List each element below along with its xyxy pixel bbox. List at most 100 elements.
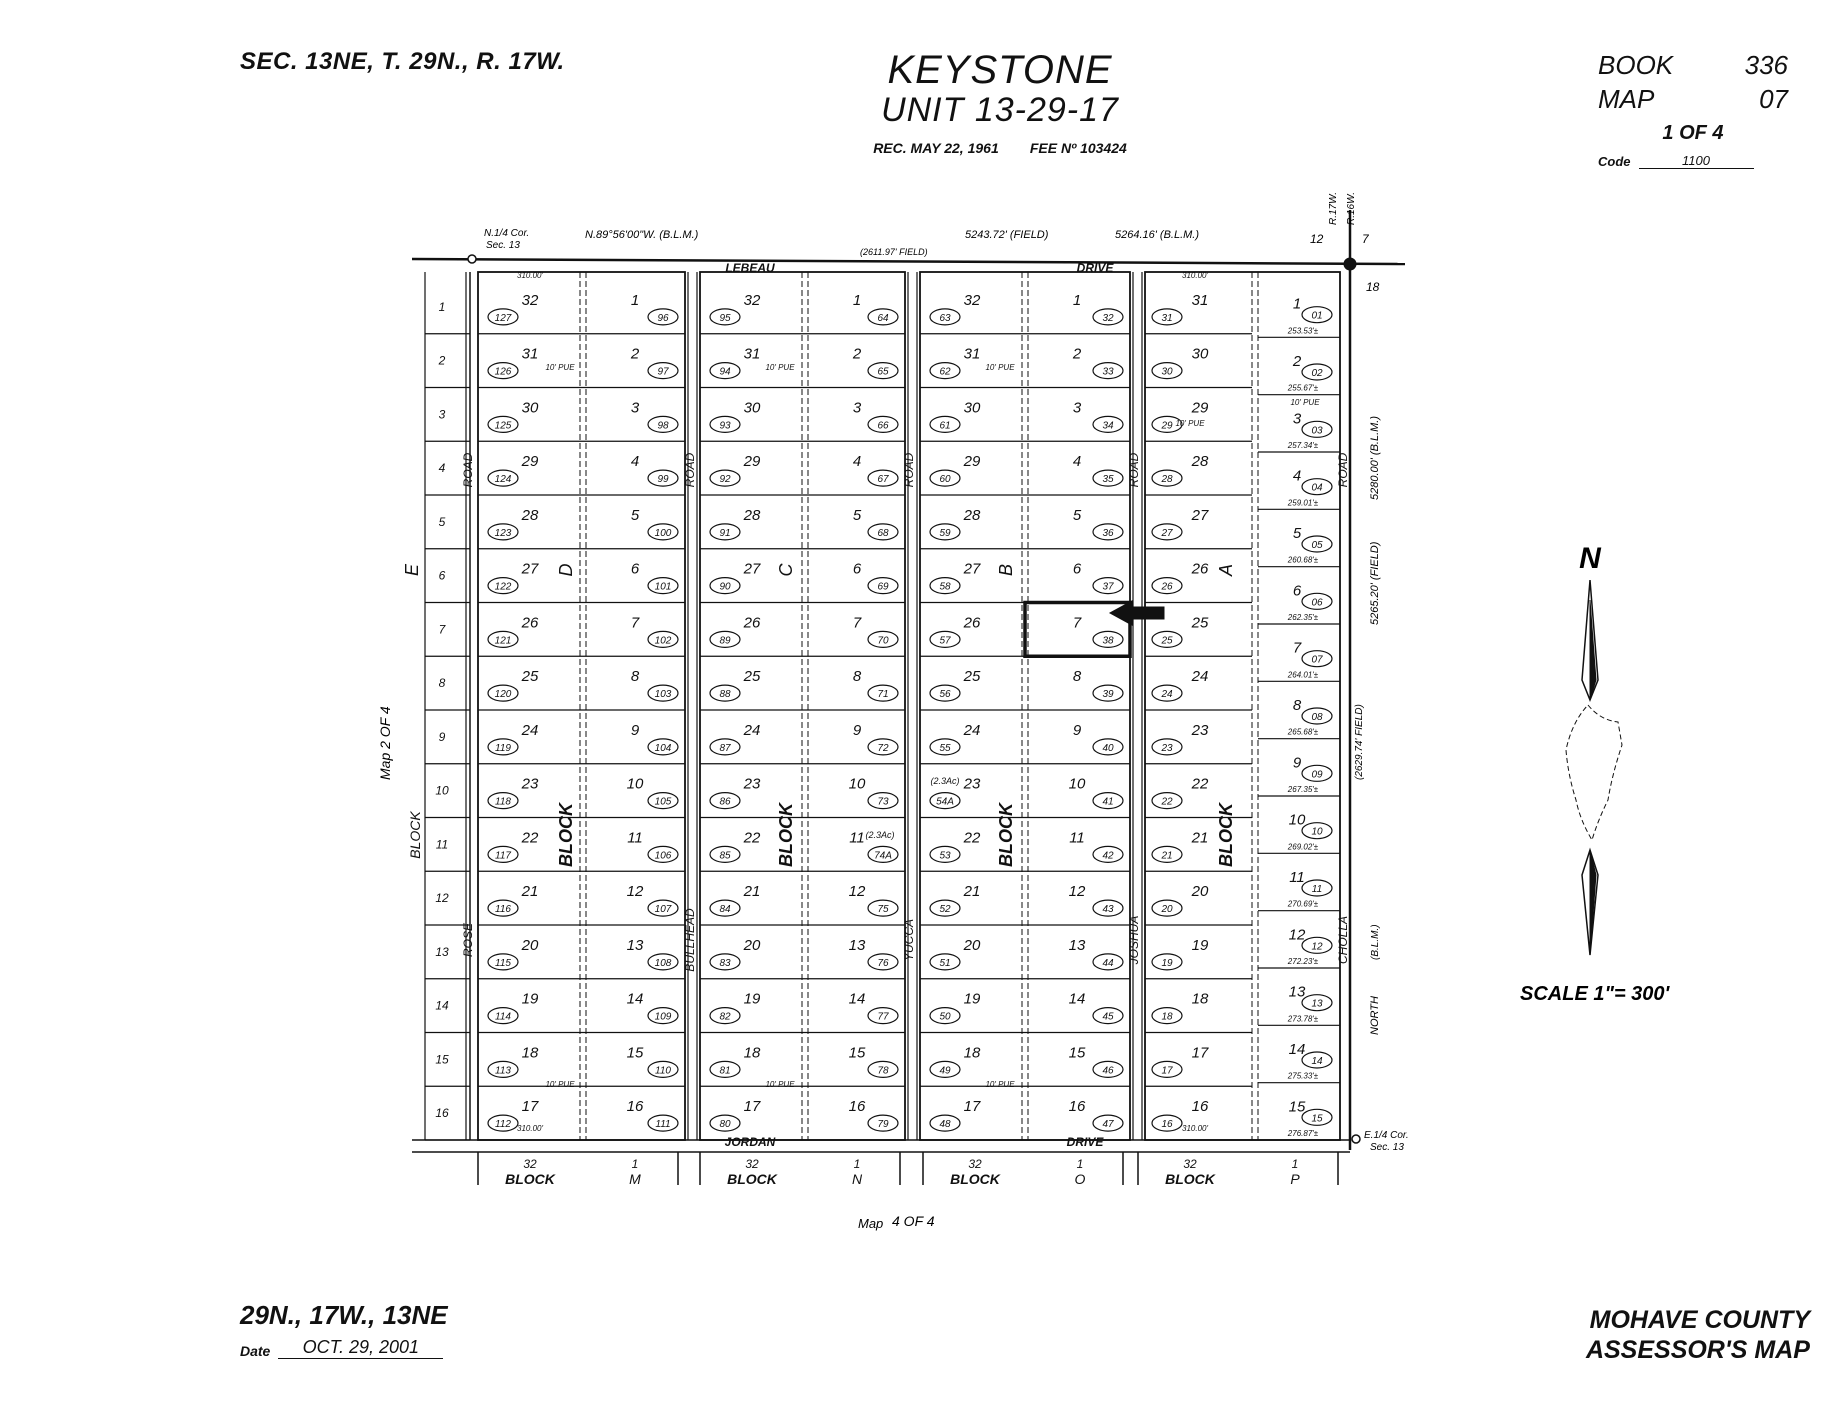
code-field: Code 1100 bbox=[1598, 153, 1788, 169]
lot-number: 10 bbox=[1289, 812, 1306, 829]
parcel-oval bbox=[1151, 469, 1183, 487]
lot-number: 13 bbox=[849, 937, 866, 954]
parcel-number: 52 bbox=[939, 904, 951, 915]
parcel-number: 45 bbox=[1102, 1012, 1114, 1023]
parcel-oval bbox=[1151, 415, 1183, 433]
parcel-oval bbox=[1301, 994, 1333, 1012]
parcel-oval bbox=[647, 577, 679, 595]
parcel-oval bbox=[1092, 845, 1124, 863]
parcel-number: 118 bbox=[495, 797, 511, 808]
parcel-number: 101 bbox=[655, 582, 672, 593]
e-quarter-corner-sec: Sec. 13 bbox=[1370, 1142, 1404, 1153]
parcel-number: 32 bbox=[1102, 313, 1114, 324]
lot-number: 12 bbox=[1069, 883, 1086, 900]
lot-distance: 262.35'± bbox=[1287, 613, 1319, 622]
parcel-number: 38 bbox=[1102, 635, 1114, 646]
lot-number: 22 bbox=[1191, 776, 1209, 793]
parcel-oval bbox=[867, 738, 899, 756]
lot-number: 28 bbox=[743, 507, 761, 524]
lot-number: 31 bbox=[744, 346, 761, 363]
parcel-number: 94 bbox=[719, 367, 731, 378]
lot-number: 29 bbox=[963, 453, 981, 470]
book-row: BOOK 336 bbox=[1598, 50, 1788, 84]
parcel-number: 30 bbox=[1161, 367, 1173, 378]
parcel-oval bbox=[709, 308, 741, 326]
row-number: 5 bbox=[439, 515, 446, 529]
parcel-number: 125 bbox=[495, 420, 512, 431]
east-line-field-distance-2: (2629.74' FIELD) bbox=[1354, 704, 1365, 780]
parcel-oval bbox=[1151, 577, 1183, 595]
north-line-bearing: N.89°56'00"W. (B.L.M.) bbox=[585, 229, 699, 241]
parcel-oval bbox=[1092, 362, 1124, 380]
parcel-oval bbox=[647, 1114, 679, 1132]
parcel-number: 73 bbox=[877, 797, 889, 808]
lot-number: 2 bbox=[630, 346, 640, 363]
parcel-oval bbox=[709, 469, 741, 487]
parcel-number: 24 bbox=[1160, 689, 1173, 700]
parcel-oval bbox=[647, 845, 679, 863]
lot-number: 25 bbox=[1191, 614, 1209, 631]
parcel-number: 28 bbox=[1160, 474, 1173, 485]
lot-distance: 264.01'± bbox=[1287, 670, 1319, 679]
street-bullhead: BULLHEAD bbox=[683, 908, 697, 972]
lot-distance: 275.33'± bbox=[1287, 1072, 1319, 1081]
row-number: 10 bbox=[435, 784, 449, 798]
parcel-number: 16 bbox=[1161, 1119, 1173, 1130]
lot-number: 18 bbox=[1192, 991, 1209, 1008]
parcel-number: 01 bbox=[1311, 311, 1322, 322]
east-line-blm-distance: 5280.00' (B.L.M.) bbox=[1369, 416, 1381, 500]
lot-number: 16 bbox=[627, 1098, 644, 1115]
lot-number: 8 bbox=[853, 668, 862, 685]
parcel-number: 51 bbox=[939, 958, 950, 969]
lot-number: 21 bbox=[963, 883, 981, 900]
parcel-oval bbox=[647, 953, 679, 971]
lot-number: 30 bbox=[744, 399, 761, 416]
row-number: 9 bbox=[439, 730, 446, 744]
lot-number: 8 bbox=[1073, 668, 1082, 685]
parcel-oval bbox=[709, 953, 741, 971]
north-section-line bbox=[411, 257, 1406, 266]
east-line-blm-short: (B.L.M.) bbox=[1370, 924, 1381, 960]
width-annotation: 310.00' bbox=[1182, 271, 1208, 280]
parcel-number: 77 bbox=[877, 1012, 889, 1023]
parcel-number: 49 bbox=[939, 1065, 951, 1076]
parcel-number: 36 bbox=[1102, 528, 1114, 539]
parcel-oval bbox=[929, 630, 961, 648]
parcel-number: 34 bbox=[1102, 420, 1114, 431]
parcel-oval bbox=[929, 953, 961, 971]
parcel-oval bbox=[929, 792, 961, 810]
parcel-number: 70 bbox=[877, 635, 889, 646]
fee-number: FEE Nº 103424 bbox=[1029, 140, 1127, 156]
parcel-oval bbox=[709, 415, 741, 433]
parcel-number: 54A bbox=[936, 797, 954, 808]
lot-number: 3 bbox=[853, 399, 862, 416]
parcel-oval bbox=[1151, 899, 1183, 917]
road-label: ROAD bbox=[1336, 452, 1350, 487]
parcel-number: 14 bbox=[1311, 1056, 1323, 1067]
lower-block-letter: O bbox=[1075, 1171, 1086, 1187]
parcel-number: 62 bbox=[939, 367, 951, 378]
parcel-number: 113 bbox=[495, 1065, 511, 1076]
parcel-oval bbox=[1301, 1051, 1333, 1069]
parcel-number: 31 bbox=[1161, 313, 1172, 324]
parcel-oval bbox=[647, 469, 679, 487]
parcel-oval bbox=[647, 415, 679, 433]
parcel-oval bbox=[929, 738, 961, 756]
parcel-oval bbox=[487, 630, 519, 648]
lot-number: 31 bbox=[1192, 292, 1209, 309]
parcel-number: 04 bbox=[1311, 483, 1323, 494]
lot-number: 25 bbox=[743, 668, 761, 685]
parcel-number: 121 bbox=[495, 635, 512, 646]
parcel-oval bbox=[867, 630, 899, 648]
parcel-oval bbox=[647, 684, 679, 702]
parcel-number: 110 bbox=[655, 1065, 671, 1076]
parcel-oval bbox=[1092, 738, 1124, 756]
parcel-number: 92 bbox=[719, 474, 731, 485]
road-label: ROAD bbox=[1127, 452, 1141, 487]
lot-number: 5 bbox=[853, 507, 862, 524]
lot-number: 21 bbox=[1191, 829, 1209, 846]
acreage-annotation: (2.3Ac) bbox=[865, 830, 894, 840]
arrow-pointer-icon bbox=[1108, 600, 1165, 626]
lot-number: 27 bbox=[1191, 507, 1209, 524]
parcel-number: 89 bbox=[719, 635, 731, 646]
